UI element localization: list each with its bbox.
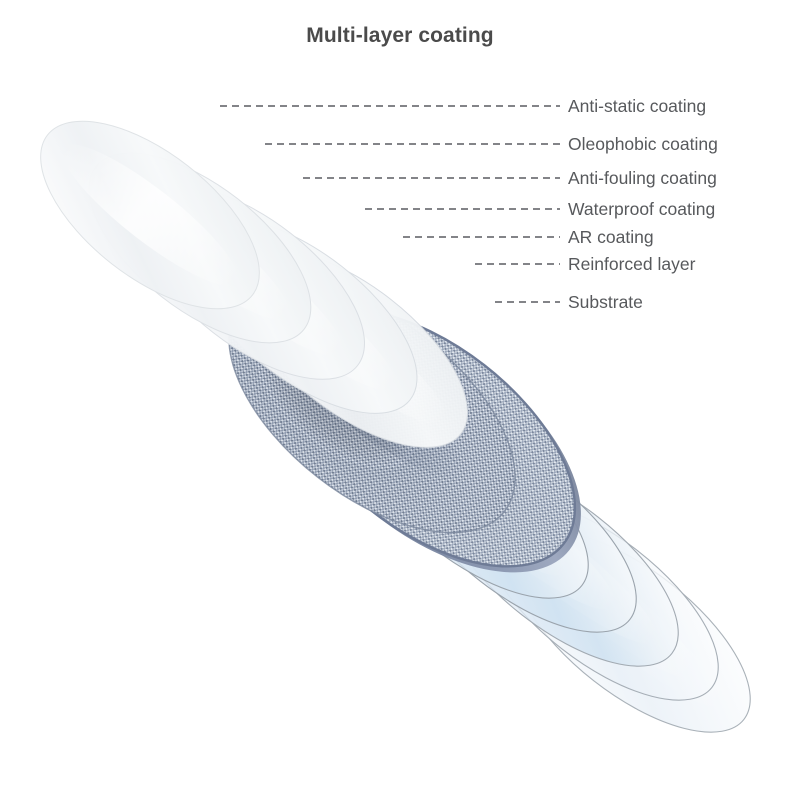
layer-label-substrate: Substrate <box>568 292 643 312</box>
coating-stack <box>40 120 468 448</box>
layer-label-reinforced-layer: Reinforced layer <box>568 254 696 274</box>
layer-label-waterproof-coating: Waterproof coating <box>568 199 716 219</box>
layer-label-ar-coating: AR coating <box>568 227 654 247</box>
page-title: Multi-layer coating <box>306 24 494 47</box>
layer-label-anti-static-coating: Anti-static coating <box>568 96 707 116</box>
layer-label-oleophobic-coating: Oleophobic coating <box>568 134 718 154</box>
disc-anti-static-coating <box>40 120 260 310</box>
leader-lines <box>220 105 560 303</box>
layer-label-anti-fouling-coating: Anti-fouling coating <box>568 168 717 188</box>
